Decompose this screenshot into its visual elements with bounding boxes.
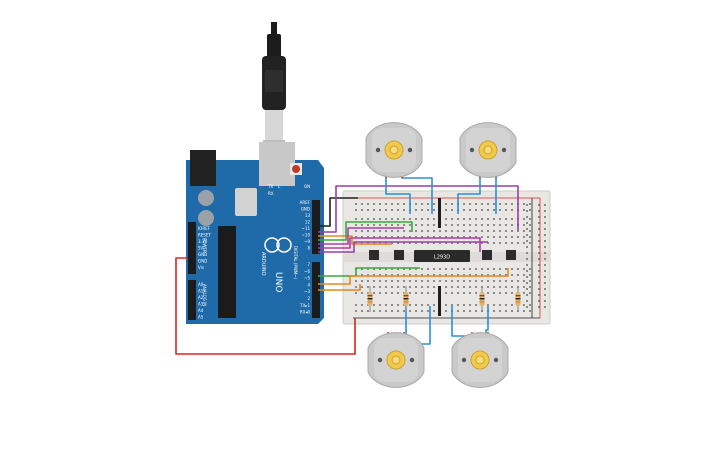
digital-pin-label: ~9	[304, 239, 310, 244]
motor-bottom-right	[451, 332, 509, 388]
motor-top-left	[365, 122, 423, 178]
digital-pin-label: 12	[305, 220, 311, 225]
motor-top-right	[459, 122, 517, 178]
digital-pin-label: TX▸1	[299, 303, 310, 308]
digital-pin-label: RX◂0	[300, 310, 311, 315]
power-pin-label: GND	[198, 259, 207, 264]
analog-pin-label: A0	[198, 282, 204, 287]
digital-pin-label: ~10	[302, 233, 311, 238]
analog-pin-label: A1	[198, 289, 204, 294]
power-pin-label: 3.3V	[198, 239, 207, 244]
chip-label: L293D	[434, 255, 450, 261]
wire-green-11	[318, 221, 413, 241]
motor-bottom-left	[367, 332, 425, 388]
resistor	[515, 286, 521, 312]
digital-pin-label: ~11	[302, 226, 311, 231]
digital-pin-label: ~3	[304, 289, 310, 294]
digital-pin-label: AREF	[300, 200, 311, 205]
pushbuttons	[369, 250, 516, 260]
atmega-chip	[218, 226, 236, 318]
digital-pin-label: 7	[307, 262, 310, 267]
wire-orange-4	[318, 284, 361, 291]
reset-button[interactable]	[292, 165, 300, 173]
analog-pin-label: A2	[198, 295, 204, 300]
analog-pin-label: A5	[198, 315, 204, 320]
wire-blue-m1a	[385, 172, 411, 214]
motors	[365, 122, 517, 388]
digital-pin-label: ~6	[304, 269, 310, 274]
digital-pin-label: 4	[307, 282, 310, 287]
arduino-model: UNO	[273, 272, 283, 292]
l293d-chip	[414, 250, 470, 262]
wire-orange-5	[318, 268, 509, 285]
power-jack	[190, 150, 216, 186]
on-label: ON	[304, 184, 310, 189]
resistor	[479, 286, 485, 312]
wire-orange-12	[318, 235, 392, 245]
arduino-logo	[264, 237, 280, 253]
wire-purple-8	[318, 241, 488, 253]
wire-red-5v	[175, 257, 356, 355]
power-pin-label: RESET	[198, 233, 211, 238]
breadboard-components: L293D	[367, 198, 521, 316]
power-pin-label: IOREF	[198, 226, 211, 231]
analog-header	[188, 280, 196, 320]
arduino-uno-board: ARDUINO UNO DIGITAL (PWM~) POWER ANALOG …	[186, 142, 324, 324]
arduino-brand: ARDUINO	[260, 252, 266, 276]
wire-blue-m2a	[457, 172, 481, 214]
digital-pin-label: ~5	[304, 276, 310, 281]
wire-purple-13	[318, 185, 519, 233]
power-pin-label: 5V	[198, 246, 204, 251]
rx-label: RX	[268, 191, 274, 196]
power-pin-label: GND	[198, 252, 207, 257]
digital-header-top	[312, 200, 320, 254]
resistors	[367, 286, 521, 312]
usb-port	[259, 142, 295, 186]
digital-pin-label: 2	[307, 296, 310, 301]
power-header	[188, 222, 196, 274]
wire-green-6	[318, 267, 420, 277]
digital-pin-label: 8	[307, 246, 310, 251]
analog-pin-label: A3	[198, 302, 204, 307]
wire-magenta-10	[318, 227, 404, 245]
digital-pin-label: 13	[305, 213, 311, 218]
digital-pin-label: GND	[301, 207, 310, 212]
wire-black-gnd	[318, 197, 358, 227]
digital-label: DIGITAL (PWM~)	[293, 246, 298, 280]
resistor	[367, 286, 373, 312]
analog-pin-label: A4	[198, 308, 204, 313]
digital-header-bottom	[312, 262, 320, 318]
l-label: L	[278, 184, 281, 189]
usb-cable	[262, 22, 286, 150]
resistor	[403, 286, 409, 312]
power-pin-label: Vin	[198, 265, 205, 270]
tx-label: TX	[267, 184, 273, 189]
analog-section-label: ANALOG IN	[202, 284, 207, 306]
power-section-label: POWER	[202, 238, 207, 253]
